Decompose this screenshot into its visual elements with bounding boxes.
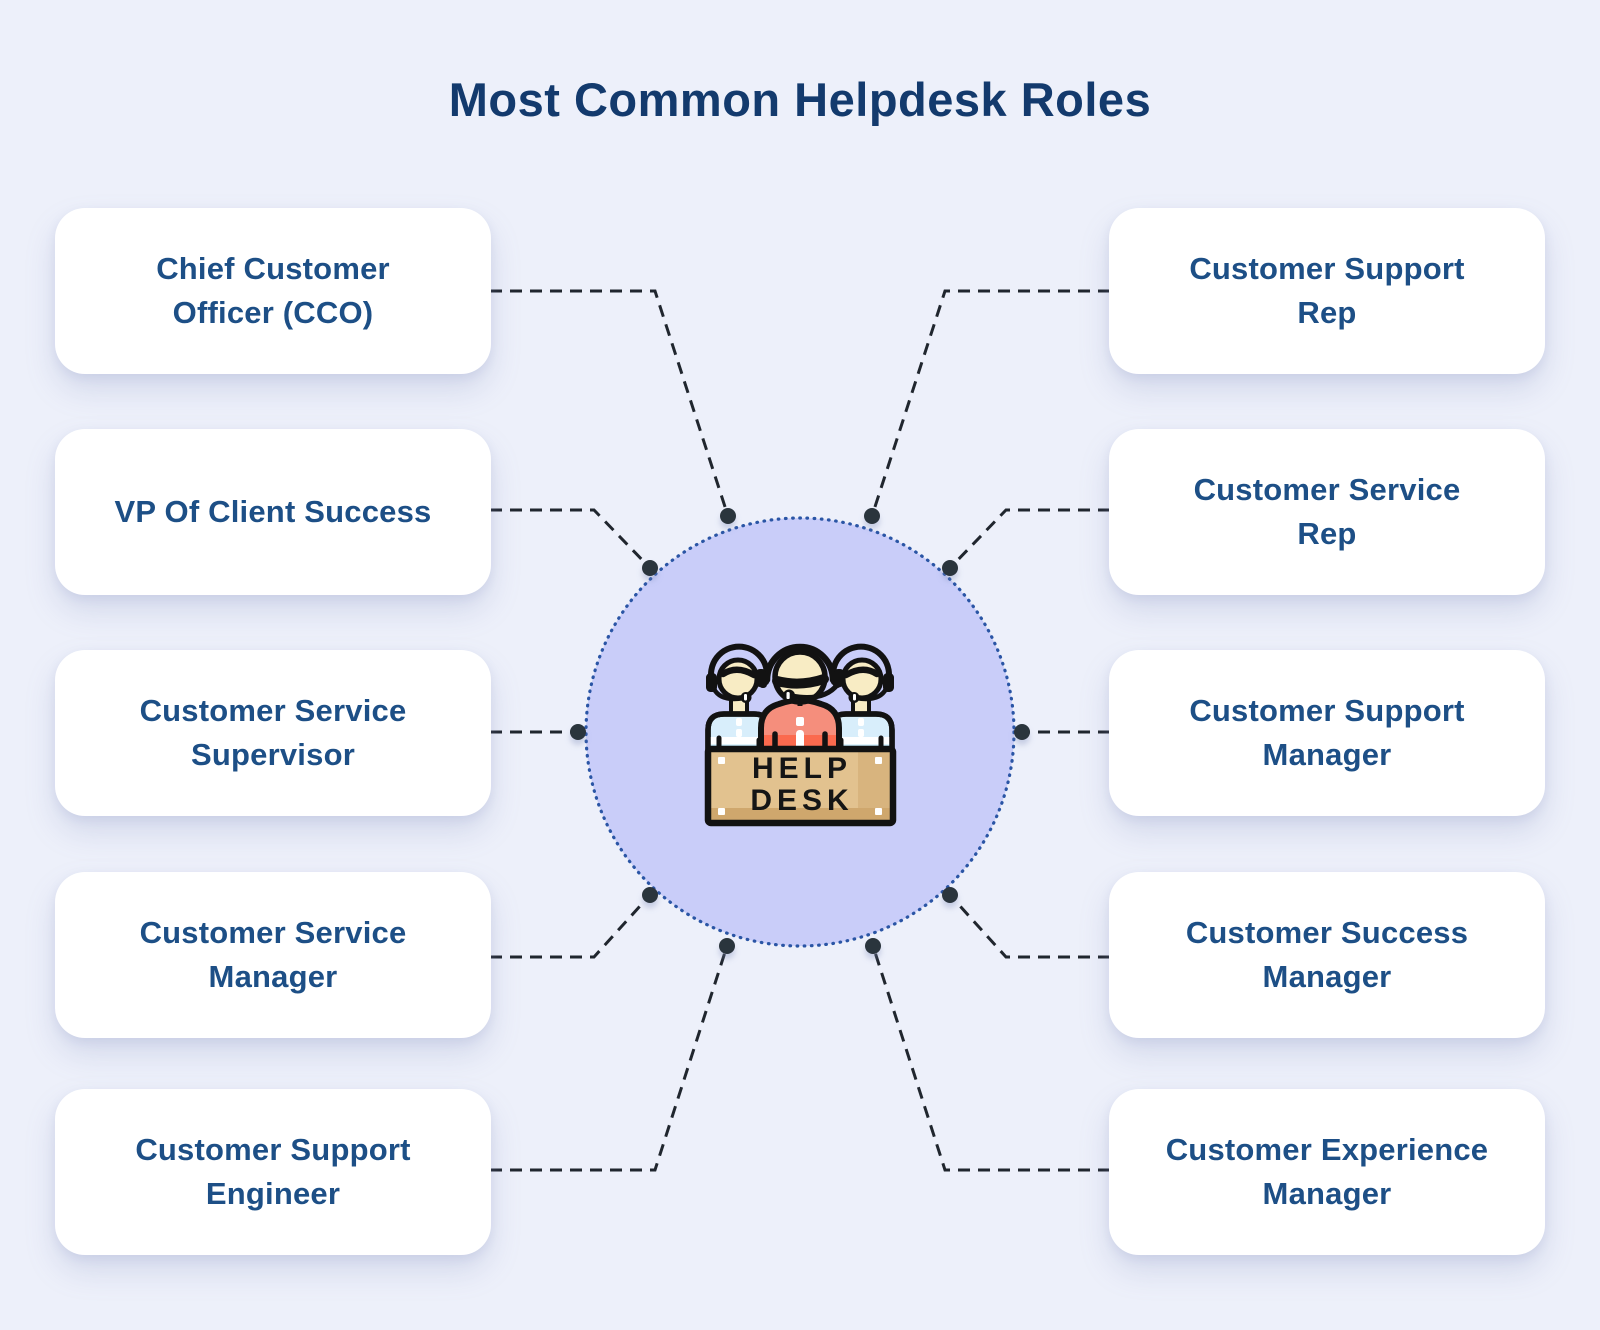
role-label: Customer Service Manager xyxy=(139,914,407,994)
helpdesk-sign: HELP DESK xyxy=(704,745,897,827)
role-card-customer-service-manager: Customer Service Manager xyxy=(55,872,491,1038)
connector-left-4 xyxy=(490,893,652,959)
center-circle xyxy=(584,516,1016,948)
connector-left-1 xyxy=(490,289,730,517)
agent-right xyxy=(830,647,894,753)
connector-dots xyxy=(570,508,1030,954)
connector-right-1 xyxy=(870,289,1110,517)
connector-right-4 xyxy=(948,893,1110,959)
connector-lines xyxy=(490,289,1110,1172)
role-label: Customer Service Rep xyxy=(1193,471,1461,551)
sign-text-line2: DESK xyxy=(750,784,853,817)
role-label: Customer Support Engineer xyxy=(135,1131,411,1211)
role-label: Customer Service Supervisor xyxy=(139,692,407,772)
role-label: VP Of Client Success xyxy=(114,493,432,529)
page-title: Most Common Helpdesk Roles xyxy=(448,73,1152,126)
helpdesk-agents-icon: HELP DESK xyxy=(704,643,897,827)
role-label: Chief Customer Officer (CCO) xyxy=(156,250,390,330)
role-label: Customer Support Rep xyxy=(1189,250,1465,330)
connector-left-2 xyxy=(490,508,652,570)
role-card-chief-customer-officer: Chief Customer Officer (CCO) xyxy=(55,208,491,374)
role-card-vp-of-client-success: VP Of Client Success xyxy=(55,429,491,595)
role-card-customer-experience-manager: Customer Experience Manager xyxy=(1109,1089,1545,1255)
connector-right-2 xyxy=(948,508,1110,570)
sign-text-line1: HELP xyxy=(752,752,852,785)
role-card-customer-support-rep: Customer Support Rep xyxy=(1109,208,1545,374)
role-card-customer-support-manager: Customer Support Manager xyxy=(1109,650,1545,816)
role-card-customer-service-rep: Customer Service Rep xyxy=(1109,429,1545,595)
role-card-customer-support-engineer: Customer Support Engineer xyxy=(55,1089,491,1255)
role-label: Customer Success Manager xyxy=(1185,914,1469,994)
role-card-customer-service-supervisor: Customer Service Supervisor xyxy=(55,650,491,816)
role-card-customer-success-manager: Customer Success Manager xyxy=(1109,872,1545,1038)
role-label: Customer Support Manager xyxy=(1189,692,1465,772)
agent-center xyxy=(756,643,844,758)
connector-left-5 xyxy=(490,945,729,1172)
connector-right-5 xyxy=(871,945,1110,1172)
agent-left xyxy=(706,647,770,753)
role-label: Customer Experience Manager xyxy=(1165,1131,1489,1211)
